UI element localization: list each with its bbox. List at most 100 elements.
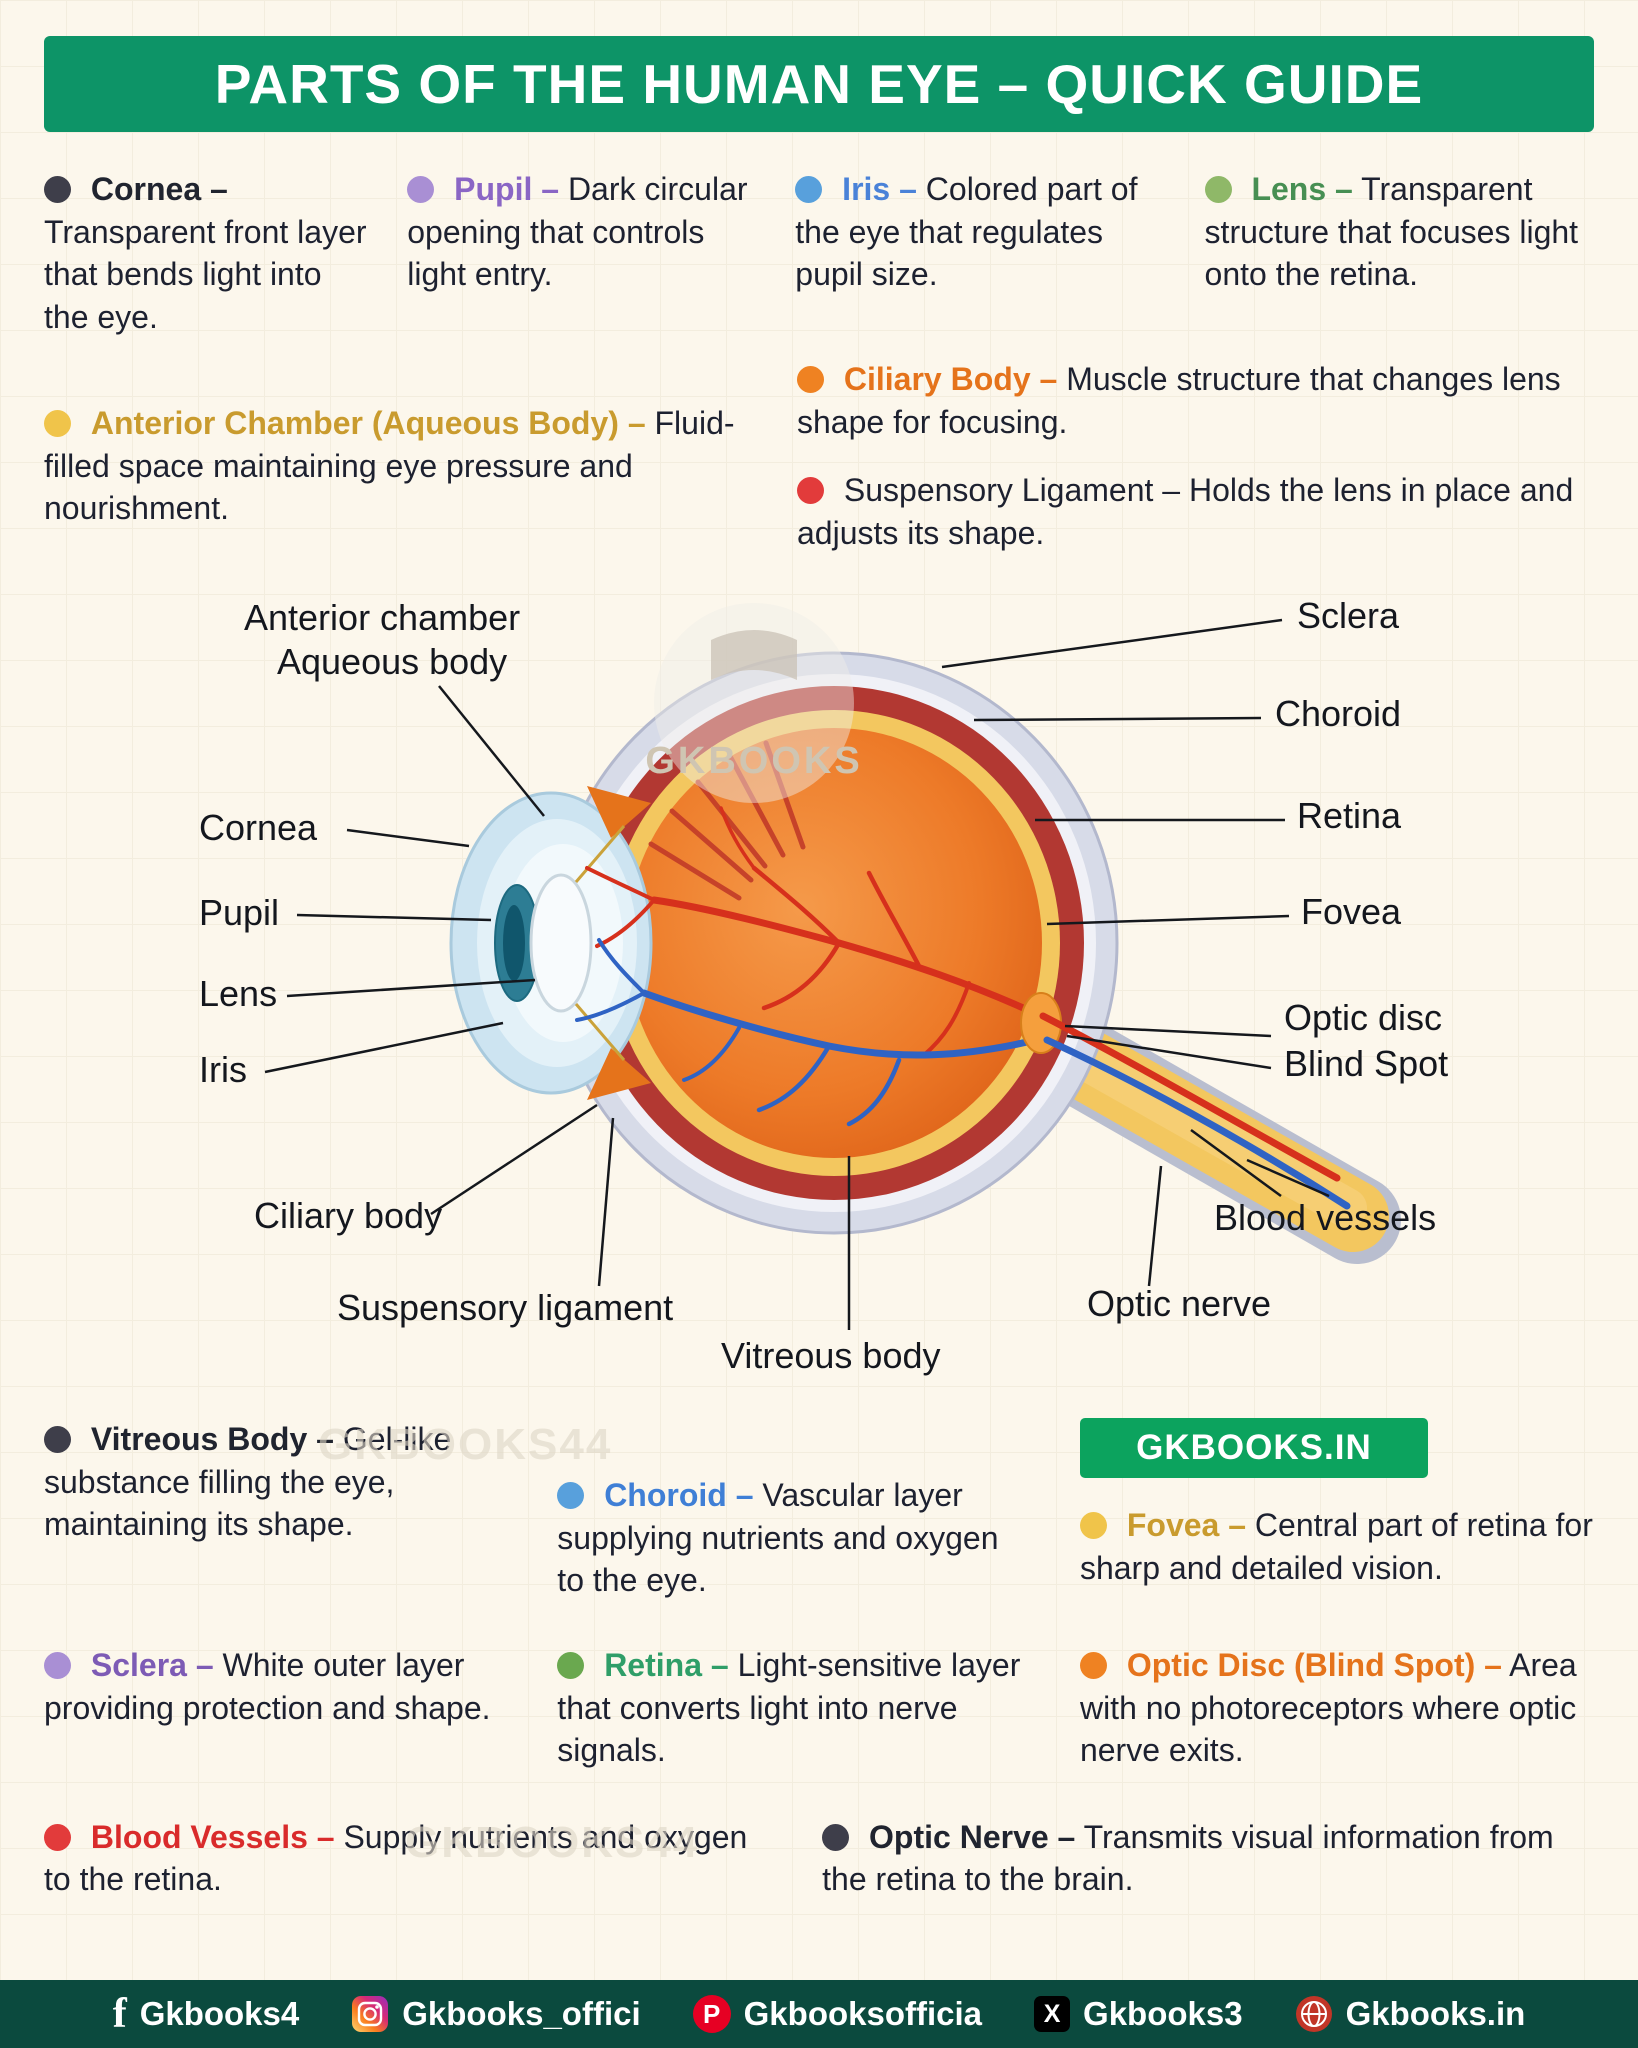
- label-anterior-chamber-1: Anterior chamber: [244, 597, 520, 638]
- definition-term: Sclera –: [90, 1647, 214, 1684]
- bullet-dot: [797, 477, 824, 505]
- label-pupil: Pupil: [199, 892, 279, 933]
- definition-term: Vitreous Body –: [90, 1421, 334, 1458]
- definition-term: Optic Disc (Blind Spot) –: [1126, 1647, 1502, 1684]
- label-retina: Retina: [1297, 795, 1402, 836]
- social-website[interactable]: Gkbooks.in: [1295, 1995, 1526, 2033]
- label-blood-vessels: Blood vessels: [1214, 1197, 1436, 1238]
- pointer-anterior-chamber: [438, 685, 545, 818]
- definition-term: Choroid –: [604, 1477, 754, 1514]
- last-definitions: GKBOOKS44 Blood Vessels – Supply nutrien…: [0, 1772, 1638, 1941]
- pointer-blood-vessels-b: [1246, 1159, 1330, 1198]
- definition-optic-disc: Optic Disc (Blind Spot) – Area with no p…: [1079, 1644, 1594, 1772]
- pointer-suspensory-ligament: [597, 1118, 615, 1287]
- definition-pupil: Pupil – Dark circular opening that contr…: [407, 168, 761, 338]
- definition-desc: Central part of retina for sharp and det…: [1079, 1507, 1593, 1586]
- diagram-labels: Anterior chamber Aqueous body Cornea Pup…: [199, 595, 1448, 1376]
- ciliary-body-bottom: [587, 1048, 651, 1101]
- definition-term: Cornea –: [90, 171, 228, 207]
- definition-anterior-chamber: Anterior Chamber (Aqueous Body) – Fluid-…: [44, 402, 757, 530]
- label-fovea: Fovea: [1301, 891, 1402, 932]
- retinal-blood-vessels: [575, 806, 1048, 1127]
- social-handle: Gkbooks.in: [1345, 1995, 1526, 2032]
- definition-cornea: Cornea – Transparent front layer that be…: [44, 168, 373, 338]
- bullet-dot: [795, 176, 823, 203]
- definition-term: Optic Nerve –: [869, 1818, 1076, 1855]
- definition-iris: Iris – Colored part of the eye that regu…: [795, 168, 1170, 338]
- label-blind-spot: Blind Spot: [1284, 1043, 1448, 1084]
- bullet-dot: [44, 176, 71, 203]
- page-title: PARTS OF THE HUMAN EYE – QUICK GUIDE: [44, 36, 1594, 132]
- label-sclera: Sclera: [1297, 595, 1400, 636]
- definition-blood-vessels: Blood Vessels – Supply nutrients and oxy…: [44, 1816, 772, 1901]
- definition-term: Pupil –: [454, 171, 560, 207]
- x-icon: X: [1034, 1996, 1071, 2032]
- bullet-dot: [1079, 1652, 1107, 1680]
- pointer-pupil: [296, 914, 492, 922]
- eye-diagram-section: GKBOOKS: [0, 554, 1638, 1418]
- definition-desc: Fluid-filled space maintaining eye press…: [44, 405, 735, 527]
- pointer-optic-disc-b: [1066, 1035, 1272, 1070]
- definition-term: Lens –: [1251, 171, 1353, 207]
- definition-ciliary-body: Ciliary Body – Muscle structure that cha…: [797, 358, 1634, 443]
- definition-vitreous-body: Vitreous Body – Gel-like substance filli…: [44, 1418, 511, 1602]
- definition-desc: Supply nutrients and oxygen to the retin…: [44, 1818, 748, 1898]
- label-choroid: Choroid: [1275, 693, 1401, 734]
- pointer-lines: [264, 619, 1330, 1331]
- pupil-shape: [503, 905, 525, 982]
- gkbooks-watermark-logo: GKBOOKS: [645, 603, 860, 804]
- definition-desc: Transparent structure that focuses light…: [1204, 171, 1579, 293]
- label-anterior-chamber-2: Aqueous body: [277, 641, 507, 682]
- definition-term: Suspensory Ligament –: [843, 472, 1181, 509]
- definition-term: Anterior Chamber (Aqueous Body) –: [90, 405, 646, 442]
- bullet-dot: [797, 366, 824, 394]
- social-pinterest[interactable]: P Gkbooksofficia: [692, 1995, 982, 2033]
- facebook-icon: f: [112, 1991, 127, 2037]
- bullet-dot: [1079, 1512, 1107, 1540]
- social-instagram[interactable]: Gkbooks_offici: [351, 1995, 641, 2033]
- pointer-sclera: [941, 619, 1283, 669]
- pointer-fovea: [1046, 915, 1290, 926]
- pointer-optic-disc-a: [1064, 1025, 1272, 1038]
- definition-desc: White outer layer providing protection a…: [44, 1647, 491, 1726]
- definition-desc: Area with no photoreceptors where optic …: [1079, 1647, 1577, 1769]
- pointer-choroid: [973, 717, 1262, 722]
- ciliary-muscle-striations: [648, 740, 806, 901]
- social-bar: f Gkbooks4 Gkbooks_offici: [0, 1980, 1638, 2048]
- definition-desc: Dark circular opening that controls ligh…: [407, 171, 748, 293]
- label-ciliary-body: Ciliary body: [254, 1195, 442, 1236]
- pointer-cornea: [346, 829, 470, 848]
- bullet-dot: [44, 1426, 71, 1454]
- definition-retina: Retina – Light-sensitive layer that conv…: [557, 1644, 1034, 1772]
- definition-suspensory-ligament: Suspensory Ligament – Holds the lens in …: [797, 469, 1634, 554]
- definition-sclera: Sclera – White outer layer providing pro…: [44, 1644, 511, 1772]
- bullet-dot: [557, 1652, 585, 1680]
- label-cornea: Cornea: [199, 807, 318, 848]
- suspensory-fiber-bottom: [574, 1003, 626, 1062]
- definition-desc: Vascular layer supplying nutrients and o…: [557, 1477, 999, 1599]
- definition-desc: Colored part of the eye that regulates p…: [795, 171, 1138, 293]
- definition-term: Blood Vessels –: [90, 1818, 335, 1855]
- definition-desc: Light-sensitive layer that converts ligh…: [557, 1647, 1021, 1769]
- bullet-dot: [407, 176, 435, 203]
- mid-right-column: Ciliary Body – Muscle structure that cha…: [797, 358, 1634, 554]
- definition-term: Fovea –: [1126, 1507, 1247, 1544]
- globe-icon: [1295, 1996, 1332, 2032]
- bullet-dot: [1204, 176, 1232, 203]
- social-x[interactable]: X Gkbooks3: [1034, 1995, 1243, 2033]
- label-iris: Iris: [199, 1049, 247, 1090]
- nerve-vessels: [1039, 1012, 1351, 1210]
- definition-optic-nerve: Optic Nerve – Transmits visual informati…: [822, 1816, 1594, 1901]
- mid-definitions: Anterior Chamber (Aqueous Body) – Fluid-…: [0, 338, 1638, 554]
- definition-term: Iris –: [842, 171, 917, 207]
- definition-desc: Transmits visual information from the re…: [822, 1818, 1554, 1898]
- bullet-dot: [822, 1823, 850, 1851]
- bullet-dot: [557, 1482, 585, 1510]
- definition-desc: Gel-like substance filling the eye, main…: [44, 1421, 452, 1543]
- gkbooks-badge: GKBOOKS.IN: [1079, 1418, 1428, 1479]
- pointer-blood-vessels-a: [1190, 1129, 1282, 1198]
- social-facebook[interactable]: f Gkbooks4: [113, 1993, 300, 2035]
- ciliary-body-top: [587, 786, 651, 839]
- pinterest-icon: P: [692, 1995, 731, 2033]
